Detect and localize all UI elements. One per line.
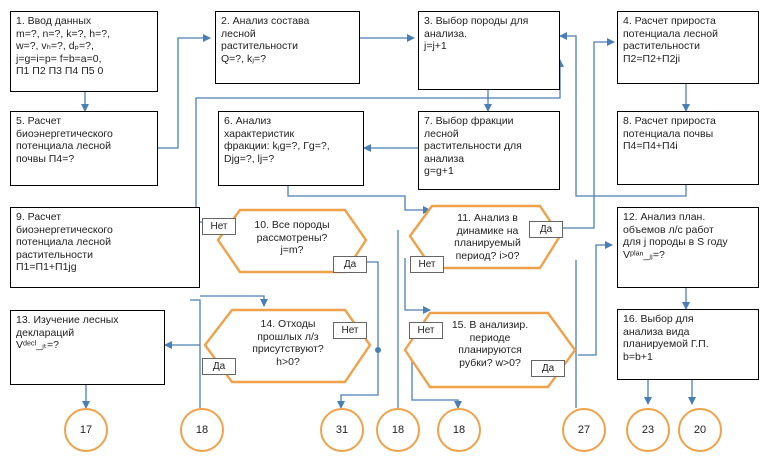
decision-11-text: 11. Анализ в динамике на планируемый пер… xyxy=(454,212,521,262)
decision-11-yes-label: Да xyxy=(529,221,563,238)
decision-15-yes-label: Да xyxy=(531,360,565,377)
decision-10-yes-label: Да xyxy=(333,256,367,273)
block-12-planned-works: 12. Анализ план. объемов л/с работ для j… xyxy=(617,207,759,288)
decision-14-no-label: Нет xyxy=(333,322,367,339)
decision-10-text: 10. Все породы рассмотрены? j=m? xyxy=(254,219,330,256)
decision-11-no-label: Нет xyxy=(410,256,444,273)
connector-23: 23 xyxy=(626,408,670,452)
connector-31: 31 xyxy=(320,408,364,452)
decision-14-text: 14. Отходы прошлых л/з присутствуют? h>0… xyxy=(252,318,324,368)
block-1-input-data: 1. Ввод данных m=?, n=?, k=?, h=?, w=?, … xyxy=(10,11,158,92)
connector-20: 20 xyxy=(678,408,722,452)
decision-15-no-label: Нет xyxy=(409,322,443,339)
block-6-fraction-characteristics: 6. Анализ характеристик фракции: kⱼg=?, … xyxy=(218,111,364,186)
block-9-vegetation-potential: 9. Расчет биоэнергетического потенциала … xyxy=(10,207,200,288)
junction-dot xyxy=(375,347,381,353)
block-16-activity-selection: 16. Выбор для анализа вида планируемой Г… xyxy=(617,309,759,380)
decision-10-shape xyxy=(216,208,368,274)
connector-18-a: 18 xyxy=(180,408,224,452)
connector-17: 17 xyxy=(64,408,108,452)
connector-27: 27 xyxy=(562,408,606,452)
connector-18-b: 18 xyxy=(376,408,420,452)
block-3-species-selection: 3. Выбор породы для анализа. j=j+1 xyxy=(418,11,560,90)
block-2-vegetation-analysis: 2. Анализ состава лесной растительности … xyxy=(215,11,360,84)
connector-lines xyxy=(81,32,696,409)
block-13-declarations: 13. Изучение лесных деклараций Vᵈᵉᶜˡ_ⱼₜ=… xyxy=(10,310,165,385)
block-5-soil-potential: 5. Расчет биоэнергетического потенциала … xyxy=(10,111,158,186)
block-7-fraction-selection: 7. Выбор фракции лесной растительности д… xyxy=(418,111,560,190)
decision-14-shape xyxy=(203,308,372,384)
decision-shapes xyxy=(203,204,577,389)
decision-14-yes-label: Да xyxy=(202,358,236,375)
decision-15-text: 15. В анализир. периоде планируются рубк… xyxy=(451,319,529,369)
connector-18-c: 18 xyxy=(437,408,481,452)
block-4-vegetation-growth: 4. Расчет прироста потенциала лесной рас… xyxy=(617,11,759,84)
block-8-soil-growth: 8. Расчет прироста потенциала почвы П4=П… xyxy=(617,111,759,185)
decision-10-no-label: Нет xyxy=(202,218,236,235)
